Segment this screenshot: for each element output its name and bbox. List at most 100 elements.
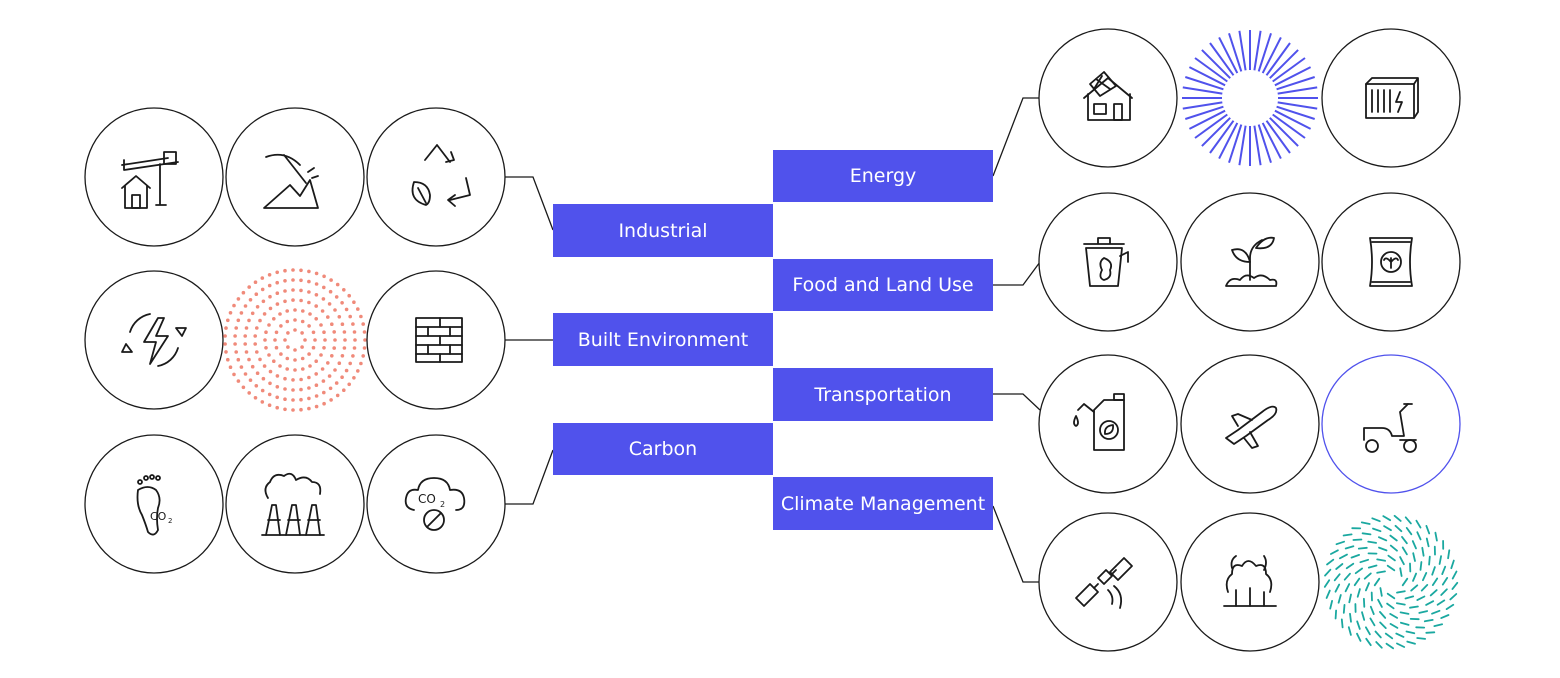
pattern-dash — [1411, 540, 1417, 550]
pattern-dash — [1374, 630, 1382, 639]
pattern-dash — [1441, 577, 1449, 586]
pattern-dot — [283, 299, 287, 304]
pattern-dot — [300, 319, 305, 324]
row-carbon: CO 2 CO 2 — [84, 434, 506, 574]
pattern-dot — [300, 331, 304, 335]
pattern-dot — [291, 408, 295, 412]
pattern-dash — [1421, 546, 1425, 557]
pattern-dot — [236, 357, 241, 362]
pattern-dash — [1389, 613, 1398, 619]
pattern-dot — [263, 338, 267, 342]
pattern-ray — [1182, 86, 1223, 95]
pattern-dash — [1440, 614, 1450, 619]
pattern-dot — [285, 356, 290, 361]
pattern-dot — [224, 326, 228, 330]
pattern-dot — [224, 350, 228, 354]
pattern-dot — [285, 319, 290, 324]
pattern-dash — [1422, 572, 1428, 582]
pattern-ray — [1218, 122, 1239, 160]
pattern-ray — [1276, 105, 1316, 120]
pattern-dot — [303, 338, 307, 342]
pattern-ray — [1269, 117, 1299, 147]
pattern-dot — [293, 328, 297, 332]
pattern-dash — [1340, 618, 1344, 629]
pattern-dot — [253, 396, 258, 400]
pattern-dash — [1359, 558, 1369, 564]
pattern-dash — [1376, 558, 1386, 562]
pattern-dot — [299, 407, 303, 412]
label-transportation[interactable]: Transportation — [773, 368, 993, 421]
pattern-dash — [1428, 555, 1431, 566]
pattern-dot — [344, 307, 349, 312]
pattern-dot — [283, 268, 287, 273]
label-food-and-land-use[interactable]: Food and Land Use — [773, 259, 993, 311]
pattern-dot — [264, 346, 268, 350]
label-built-environment-text: Built Environment — [577, 328, 749, 351]
pattern-dot — [293, 358, 297, 362]
pattern-dot — [301, 367, 305, 371]
label-built-environment[interactable]: Built Environment — [553, 313, 773, 366]
pattern-ray — [1277, 101, 1318, 110]
pattern-dash — [1383, 525, 1392, 532]
pattern-dash — [1323, 579, 1331, 588]
pattern-dot — [279, 324, 283, 328]
pattern-dash — [1356, 588, 1361, 598]
connector-industrial — [505, 176, 554, 231]
pattern-dot — [326, 361, 330, 365]
pattern-dash — [1393, 514, 1402, 522]
pattern-dash — [1434, 531, 1438, 542]
no-co2-cloud-icon: CO 2 — [366, 434, 506, 574]
pattern-dot — [344, 368, 349, 373]
pattern-dash — [1363, 572, 1372, 580]
dotted-rings-pattern — [223, 268, 367, 412]
pattern-dot — [299, 268, 303, 273]
pattern-dot — [299, 278, 303, 283]
pattern-dot — [321, 379, 326, 383]
pattern-dash — [1418, 610, 1428, 614]
sprout-soil-icon — [1180, 192, 1320, 332]
pattern-dot — [268, 306, 273, 311]
pattern-dash — [1405, 630, 1416, 635]
pattern-dash — [1326, 558, 1335, 566]
pattern-dot — [291, 388, 295, 392]
mining-pickaxe-icon — [225, 107, 365, 247]
cloud-co2-text: CO — [418, 492, 436, 506]
pattern-dash — [1345, 562, 1355, 570]
pattern-dot — [361, 354, 366, 358]
pattern-dot — [333, 308, 337, 312]
pattern-dot — [307, 386, 311, 390]
pattern-dot — [330, 354, 334, 358]
pattern-dot — [233, 342, 237, 346]
label-carbon[interactable]: Carbon — [553, 423, 773, 475]
pattern-dash — [1379, 587, 1383, 597]
pattern-dot — [283, 387, 287, 391]
pattern-dot — [241, 385, 246, 390]
pattern-dash — [1429, 589, 1438, 597]
pattern-dash — [1376, 570, 1386, 574]
label-climate-management[interactable]: Climate Management — [773, 477, 993, 530]
pattern-dash — [1330, 549, 1339, 555]
pattern-dot — [243, 342, 247, 346]
pattern-dot — [348, 314, 353, 319]
pattern-dot — [247, 391, 251, 395]
label-transportation-text: Transportation — [814, 383, 952, 406]
pattern-dot — [323, 338, 327, 342]
label-energy[interactable]: Energy — [773, 150, 993, 202]
pattern-dot — [322, 346, 326, 350]
pattern-dash — [1353, 577, 1361, 587]
pattern-dash — [1335, 540, 1345, 546]
pattern-dot — [255, 371, 260, 376]
pattern-dot — [322, 274, 326, 279]
pattern-dash — [1378, 536, 1388, 542]
pattern-dash — [1379, 621, 1387, 629]
pattern-dash — [1404, 595, 1415, 600]
compost-bin-icon — [1038, 192, 1178, 332]
pattern-dot — [275, 385, 280, 389]
label-industrial[interactable]: Industrial — [553, 204, 773, 257]
pattern-dot — [347, 293, 352, 298]
pattern-dash — [1369, 617, 1376, 627]
pattern-dot — [307, 375, 311, 380]
pattern-dot — [363, 338, 367, 342]
pattern-dot — [314, 304, 319, 308]
pattern-dot — [334, 295, 339, 299]
